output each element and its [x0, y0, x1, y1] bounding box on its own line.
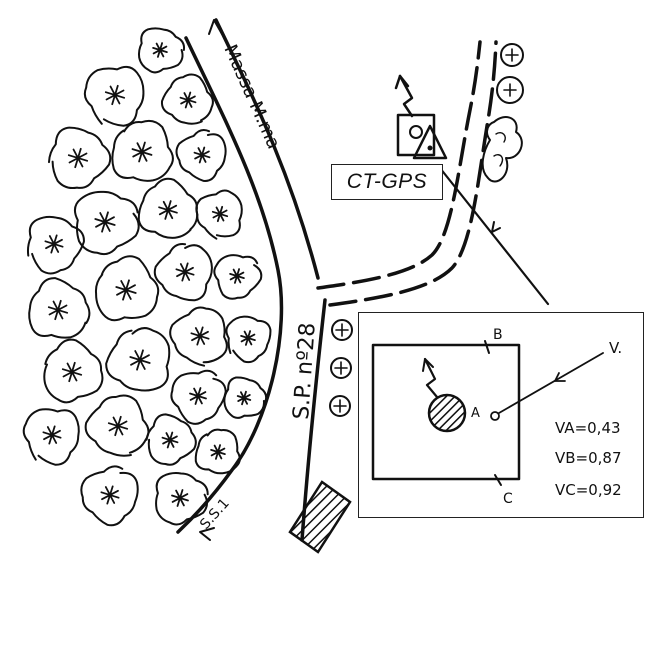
road-label-sp28: S.P. nº28 — [289, 322, 321, 421]
tree-icon — [28, 277, 91, 339]
point-a-marker — [490, 411, 500, 421]
tree-icon — [137, 177, 199, 239]
value-vb: VB=0,87 — [555, 449, 622, 467]
tree-icon — [137, 27, 186, 74]
tree-icon — [155, 472, 209, 526]
road-label-massa: Massa M.ma — [219, 41, 284, 152]
label-c: C — [503, 491, 513, 507]
tree-icon — [48, 126, 112, 189]
inset-drawing: B A C V. VA=0,43 VB=0,87 VC=0,92 — [371, 327, 622, 507]
roadside-markers — [329, 319, 353, 417]
label-v: V. — [609, 339, 622, 357]
inset-detail-panel: B A C V. VA=0,43 VB=0,87 VC=0,92 — [358, 312, 644, 518]
tree-icon — [170, 369, 227, 425]
tree-icon — [153, 243, 213, 302]
right-side-bushes — [481, 43, 524, 183]
tree-icon — [83, 65, 145, 127]
tree-icon — [195, 189, 243, 240]
tree-icon — [169, 306, 228, 367]
gps-station-symbol — [394, 74, 448, 160]
value-va: VA=0,43 — [555, 419, 621, 437]
label-b: B — [493, 327, 503, 343]
tree-icon — [94, 255, 160, 322]
tree-icon — [145, 413, 197, 466]
tree-icon — [80, 465, 139, 527]
woodland-trees — [22, 27, 272, 527]
station-label-box: CT-GPS — [331, 164, 443, 200]
tree-icon — [84, 394, 150, 457]
inset-north-arrow — [423, 357, 439, 399]
label-a: A — [471, 406, 480, 421]
tree-icon — [105, 327, 171, 392]
tree-icon — [26, 215, 85, 275]
dashed-side-road — [316, 40, 498, 307]
tree-icon — [160, 73, 214, 125]
station-label: CT-GPS — [346, 170, 428, 193]
tick-c — [494, 474, 502, 486]
line-to-v — [498, 352, 604, 414]
tree-icon — [213, 254, 263, 300]
tree-icon — [175, 129, 227, 182]
tree-icon — [225, 315, 272, 364]
tree-icon — [111, 119, 174, 182]
tree-icon — [43, 338, 104, 404]
hatched-building — [288, 480, 352, 554]
tree-icon — [73, 190, 140, 256]
tree-icon — [22, 408, 80, 466]
inset-square — [371, 343, 521, 481]
tree-icon — [223, 376, 268, 419]
value-vc: VC=0,92 — [555, 481, 622, 499]
hatched-object — [427, 393, 467, 433]
view-direction-line — [438, 166, 550, 306]
tick-b — [484, 340, 490, 354]
